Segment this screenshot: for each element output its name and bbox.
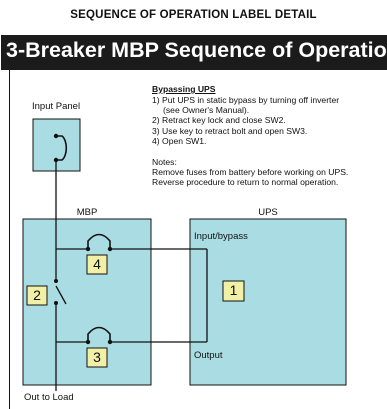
input-panel-fuse-icon: [56, 135, 68, 161]
sw3-breaker-icon: [87, 326, 111, 342]
sw1-number: 1: [229, 282, 238, 298]
instruction-step-1-note: (see Owner's Manual).: [163, 105, 250, 115]
instruction-step-2: 2) Retract key lock and close SW2.: [152, 115, 286, 125]
output-label: Output: [194, 350, 223, 361]
sw3-number: 3: [93, 349, 101, 365]
out-to-load-label: Out to Load: [24, 392, 74, 403]
instructions-heading: Bypassing UPS: [152, 84, 216, 94]
sw4-box: [86, 254, 108, 275]
sw4-number: 4: [93, 256, 101, 272]
banner-title: 3-Breaker MBP Sequence of Operation: [6, 38, 387, 62]
ups-label: UPS: [258, 207, 278, 218]
detail-title: SEQUENCE OF OPERATION LABEL DETAIL: [70, 9, 317, 21]
input-panel-label: Input Panel: [32, 101, 81, 112]
note-1: Remove fuses from battery before working…: [152, 167, 349, 177]
title-banner: 3-Breaker MBP Sequence of Operation: [1, 35, 387, 70]
sw2-blade: [55, 285, 67, 305]
notes-heading: Notes:: [152, 157, 177, 167]
sw4-breaker-icon: [87, 233, 111, 249]
note-2: Reverse procedure to return to normal op…: [152, 177, 339, 187]
input-bypass-label: Input/bypass: [194, 231, 248, 242]
sw2-box: [26, 285, 48, 306]
instruction-step-1: 1) Put UPS in static bypass by turning o…: [152, 95, 340, 105]
ups-box: [189, 218, 347, 386]
sw1-box: [222, 280, 245, 302]
sw3-box: [86, 347, 108, 368]
instruction-step-4: 4) Open SW1.: [152, 136, 207, 146]
sw2-number: 2: [33, 287, 41, 303]
instruction-step-3: 3) Use key to retract bolt and open SW3.: [152, 126, 308, 136]
mbp-label: MBP: [76, 207, 98, 218]
label-frame: [9, 70, 387, 409]
